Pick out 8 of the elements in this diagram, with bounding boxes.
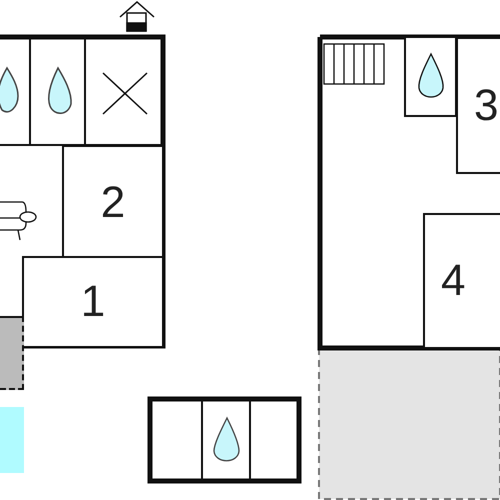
room-number: 1 [80,280,106,324]
room-box [423,213,500,349]
room-number: 3 [474,84,498,128]
room-number: 4 [441,259,466,303]
room-number: 2 [100,180,126,224]
storage-block [0,316,24,390]
room-box [22,256,164,348]
room-box [456,37,500,174]
